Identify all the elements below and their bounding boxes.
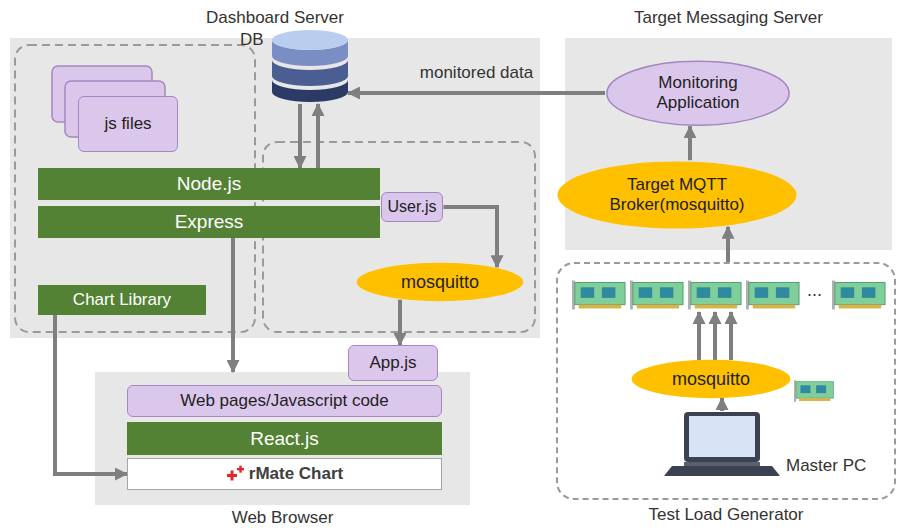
chart-bar: rMate Chart (127, 458, 442, 490)
ellipse-shape (357, 263, 524, 301)
connector-arrow (231, 238, 235, 372)
node-label: Web pages/Javascript code (180, 391, 389, 411)
file-card (65, 81, 165, 137)
panel-heading: Target Messaging Server (565, 8, 892, 28)
laptop-icon (664, 412, 780, 476)
dashed-region (15, 45, 255, 332)
load-arrow (729, 312, 733, 360)
connector-arrow (348, 91, 605, 95)
connector-arrow (726, 227, 730, 262)
database-cylinder: DB (272, 28, 348, 104)
network-card (746, 281, 799, 310)
connector-arrow (55, 315, 127, 474)
ellipse-shape (632, 360, 791, 398)
load-arrow (697, 312, 701, 360)
dashed-region (263, 142, 535, 332)
ellipsis-label: ... (807, 280, 822, 301)
file-box: js files (78, 96, 178, 152)
framework-bar: Express (38, 206, 380, 238)
node-label: Monitoring Application (638, 73, 758, 112)
broker-ellipse: mosquitto (355, 262, 525, 302)
node-label: Node.js (177, 173, 241, 195)
panel-heading: Dashboard Server (10, 8, 540, 28)
node-label: React.js (250, 428, 319, 450)
chart-logo (226, 465, 246, 483)
node-label: Target MQTT Broker(mosquitto) (597, 175, 757, 214)
server-panel: Target Messaging ServerMonitoring Applic… (565, 38, 892, 250)
panel-heading: Web Browser (95, 508, 470, 528)
script-box: App.js (348, 345, 438, 381)
network-card (688, 281, 741, 310)
connector-arrow (298, 104, 302, 168)
load-arrow (720, 398, 724, 411)
node-label: Express (175, 211, 244, 233)
broker-ellipse: Target MQTT Broker(mosquitto) (555, 160, 799, 230)
script-box: User.js (381, 192, 444, 222)
cylinder-top (272, 30, 348, 50)
application-ellipse: Monitoring Application (605, 60, 791, 127)
ellipse-shape (557, 161, 796, 228)
framework-bar: Node.js (38, 168, 380, 200)
node-label: User.js (388, 198, 437, 216)
library-bar: Chart Library (38, 285, 206, 315)
connector-arrow (398, 300, 402, 345)
server-panel: Dashboard ServerDBjs filesNode.jsExpress… (10, 38, 540, 338)
node-label: App.js (369, 353, 416, 373)
node-label: Chart Library (73, 290, 171, 310)
database-label: DB (240, 30, 264, 50)
node-label: rMate Chart (249, 464, 343, 484)
node-label: js files (104, 114, 151, 134)
load-arrow (713, 312, 717, 360)
panel-heading: Test Load Generator (558, 505, 894, 525)
node-label: mosquitto (672, 369, 750, 390)
browser-panel: Web BrowserWeb pages/Javascript codeReac… (95, 372, 470, 505)
connector-arrow (316, 104, 320, 168)
network-card (794, 380, 833, 401)
connector-arrow (443, 207, 497, 267)
broker-ellipse: mosquitto (630, 359, 792, 399)
cylinder-outline (272, 28, 348, 104)
device-label: Master PC (786, 456, 866, 476)
edge-label: monitored data (420, 63, 533, 83)
code-bar: Web pages/Javascript code (127, 385, 442, 417)
ellipse-shape (607, 61, 789, 125)
network-card (832, 281, 885, 310)
network-card (572, 281, 625, 310)
connector-arrow (688, 126, 692, 160)
framework-bar: React.js (127, 422, 442, 455)
network-card (630, 281, 683, 310)
file-card (52, 66, 152, 122)
node-label: mosquitto (401, 272, 479, 293)
